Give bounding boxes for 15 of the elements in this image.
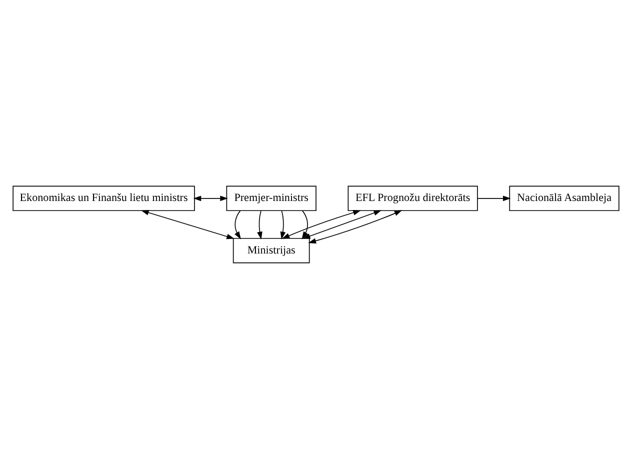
arrow xyxy=(234,210,241,240)
arrow xyxy=(280,210,286,240)
arrow xyxy=(308,210,402,244)
node-box: Premjer-ministrs xyxy=(226,186,316,212)
arrow xyxy=(282,210,361,239)
arrow xyxy=(193,196,228,202)
arrow xyxy=(477,196,511,202)
node-box: EFL Prognožu direktorāts xyxy=(348,186,478,212)
arrow xyxy=(141,210,234,240)
arrow xyxy=(257,210,262,240)
node-box: Ministrijas xyxy=(232,238,310,264)
arrow xyxy=(302,210,308,240)
arrow xyxy=(302,210,382,239)
node-box: Ekonomikas un Finanšu lietu ministrs xyxy=(12,186,195,212)
node-box: Nacionālā Asambleja xyxy=(509,186,620,212)
